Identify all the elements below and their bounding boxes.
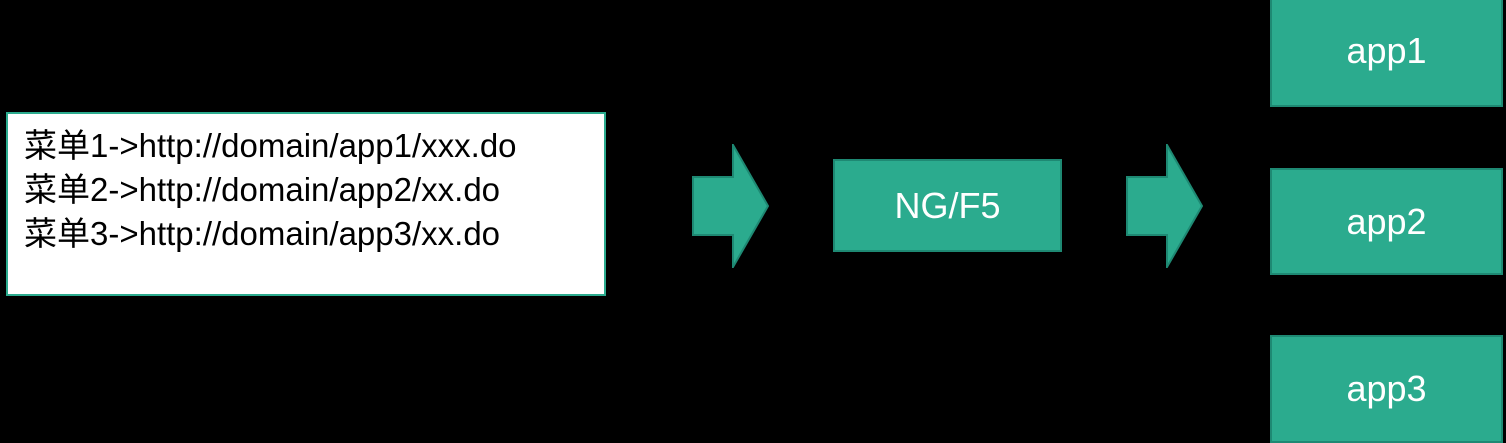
app3-node: app3 [1270,335,1503,443]
load-balancer-node: NG/F5 [833,159,1062,252]
menu-line-3: 菜单3->http://domain/app3/xx.do [24,215,501,252]
right-arrow-icon [692,144,769,268]
menu-url-mapping-box: 菜单1->http://domain/app1/xxx.do 菜单2->http… [6,112,606,296]
menu-line-1: 菜单1->http://domain/app1/xxx.do [24,127,517,164]
app1-node: app1 [1270,0,1503,107]
app2-node: app2 [1270,168,1503,275]
app2-label: app2 [1346,200,1427,242]
app3-label: app3 [1346,368,1427,409]
right-arrow-icon [1126,144,1203,268]
app1-label: app1 [1346,29,1427,71]
menu-line-2: 菜单2->http://domain/app2/xx.do [24,171,501,208]
load-balancer-label: NG/F5 [894,184,1001,226]
